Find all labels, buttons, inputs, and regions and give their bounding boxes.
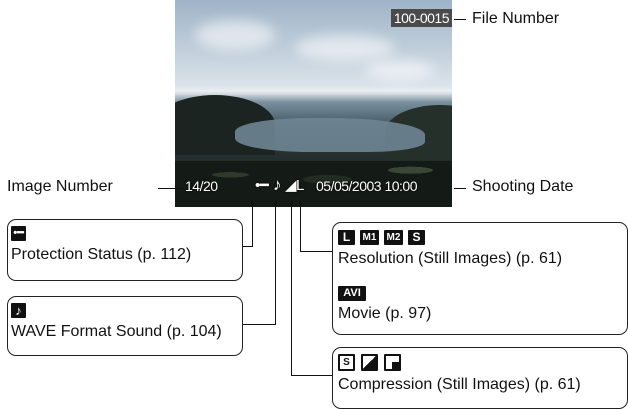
movie-avi-icon: AVI — [338, 286, 366, 301]
compression-quality-icon: ◢L — [285, 177, 304, 194]
wave-sound-box: ♪ WAVE Format Sound (p. 104) — [7, 296, 243, 356]
resolution-medium2-icon: M2 — [384, 230, 403, 245]
compression-box: S Compression (Still Images) (p. 61) — [332, 347, 628, 409]
sound-note-icon: ♪ — [273, 175, 282, 194]
protection-status-label: Protection Status (p. 112) — [11, 246, 192, 263]
compression-leader-h — [291, 375, 350, 376]
resolution-label: Resolution (Still Images) (p. 61) — [338, 250, 563, 267]
image-number-leader — [158, 188, 183, 189]
protection-leader-v — [252, 200, 253, 247]
resolution-movie-box: L M1 M2 S Resolution (Still Images) (p. … — [332, 222, 628, 335]
movie-label: Movie (p. 97) — [338, 305, 432, 322]
compression-leader-v — [291, 200, 292, 376]
resolution-leader-h — [300, 251, 350, 252]
protection-key-icon: •━ — [11, 226, 26, 241]
protection-status-box: •━ Protection Status (p. 112) — [7, 219, 243, 281]
shooting-date-readout: 05/05/2003 10:00 — [316, 178, 418, 194]
shooting-date-label: Shooting Date — [472, 178, 574, 195]
image-number-readout: 14/20 — [185, 178, 218, 194]
file-number-leader — [454, 19, 466, 20]
protection-key-icon: •━ — [255, 177, 269, 194]
compression-normal-icon — [384, 354, 401, 371]
protection-leader-h — [241, 246, 253, 247]
wave-leader-v — [275, 200, 276, 325]
shooting-date-leader — [454, 188, 466, 189]
file-number-readout: 100-0015 — [390, 9, 452, 27]
file-number-label: File Number — [472, 10, 560, 27]
compression-label: Compression (Still Images) (p. 61) — [338, 376, 581, 393]
resolution-small-icon: S — [408, 230, 425, 245]
resolution-leader-v — [300, 200, 301, 252]
image-number-label: Image Number — [7, 178, 113, 195]
wave-sound-label: WAVE Format Sound (p. 104) — [11, 323, 222, 340]
resolution-medium1-icon: M1 — [360, 230, 379, 245]
sound-note-icon: ♪ — [11, 303, 26, 318]
resolution-large-icon: L — [338, 230, 355, 245]
compression-fine-icon — [361, 354, 378, 371]
compression-superfine-icon: S — [338, 354, 355, 371]
wave-leader-h — [241, 324, 276, 325]
lcd-photo: 100-0015 14/20 •━ ♪ ◢L 05/05/2003 10:00 — [175, 0, 452, 207]
